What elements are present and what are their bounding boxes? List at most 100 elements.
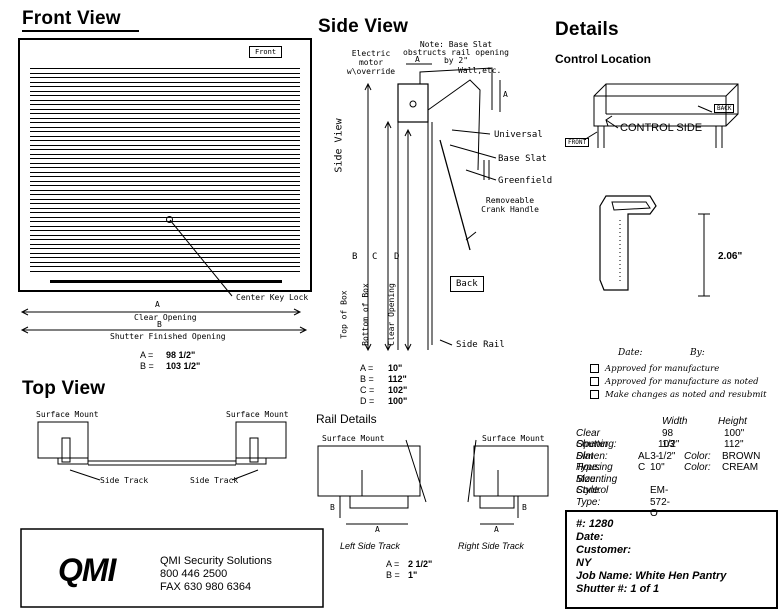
slat-line bbox=[30, 176, 300, 177]
spec-slat-value: AL3-C bbox=[638, 450, 660, 474]
slat-line bbox=[30, 86, 300, 87]
base-slat-label: Base Slat bbox=[498, 154, 547, 164]
side-dims: A =10" B =112" C =102" D =100" bbox=[360, 362, 407, 406]
slat-height-value: 2.06" bbox=[718, 251, 743, 262]
side-letter-a-right: A bbox=[503, 90, 508, 99]
key-lock-label: Center Key Lock bbox=[236, 293, 309, 302]
company-name: QMI Security Solutions bbox=[160, 555, 272, 567]
slat-line bbox=[30, 189, 300, 191]
slat-line bbox=[30, 77, 300, 78]
approval-options: Approved for manufacture Approved for ma… bbox=[590, 363, 767, 402]
top-track-right: Side Track bbox=[190, 476, 239, 485]
greenfield-label: Greenfield bbox=[498, 176, 553, 186]
job-customer: Customer: bbox=[576, 544, 632, 556]
rail-letter-a-right: A bbox=[494, 525, 499, 534]
approve-noted-checkbox[interactable] bbox=[590, 377, 599, 386]
slat-line bbox=[30, 203, 300, 204]
slat-line bbox=[30, 153, 300, 155]
top-of-box-label: Top of Box bbox=[339, 290, 349, 339]
spec-housing-value: 10" bbox=[650, 462, 665, 473]
key-lock-icon bbox=[166, 216, 173, 223]
slat-line bbox=[30, 234, 300, 236]
top-surface-right: Surface Mount bbox=[226, 410, 289, 419]
dim-a-letter: A bbox=[155, 300, 160, 309]
side-rail-label: Side Rail bbox=[456, 340, 505, 350]
slat-line bbox=[30, 68, 300, 69]
slat-line bbox=[30, 257, 300, 258]
slat-line bbox=[30, 225, 300, 227]
company-fax: FAX 630 980 6364 bbox=[160, 581, 252, 593]
slat-line bbox=[30, 266, 300, 267]
bottom-bar bbox=[50, 280, 282, 283]
spec-shutter-width: 103 1/2" bbox=[658, 439, 676, 462]
rail-letter-b-left: B bbox=[330, 503, 335, 512]
approve-checkbox[interactable] bbox=[590, 364, 599, 373]
side-dim-a: A =10" bbox=[360, 363, 403, 373]
rail-surface-left: Surface Mount bbox=[322, 434, 385, 443]
control-side-label: CONTROL SIDE bbox=[620, 122, 703, 134]
spec-clear-height: 100" bbox=[724, 427, 745, 439]
rail-surface-right: Surface Mount bbox=[482, 434, 545, 443]
job-state: NY bbox=[576, 557, 592, 569]
top-track-left: Side Track bbox=[100, 476, 149, 485]
side-dim-c: C =102" bbox=[360, 385, 408, 395]
front-b-label: B = bbox=[140, 361, 154, 371]
clear-opening-label: Clear Opening bbox=[134, 313, 197, 322]
slat-line bbox=[30, 261, 300, 263]
side-letter-c: C bbox=[372, 252, 378, 262]
front-a-label: A = bbox=[140, 350, 154, 360]
slat-line bbox=[30, 230, 300, 231]
side-letter-b: B bbox=[352, 252, 358, 262]
rail-dims: A =2 1/2" B =1" bbox=[386, 559, 433, 580]
spec-color-label-2: Color: bbox=[684, 462, 711, 473]
approval-date: Date: bbox=[618, 348, 643, 358]
crank-handle-label: Removeable Crank Handle bbox=[481, 196, 539, 214]
spec-color-1: BROWN bbox=[722, 450, 761, 462]
slat-line bbox=[30, 108, 300, 110]
slat-line bbox=[30, 122, 300, 123]
slat-line bbox=[30, 135, 300, 137]
rail-letter-a-left: A bbox=[375, 525, 380, 534]
side-dim-b: B =112" bbox=[360, 374, 407, 384]
front-b-value: 103 1/2" bbox=[166, 361, 201, 371]
back-tag: Back bbox=[450, 276, 484, 292]
side-note: Note: Base Slat obstructs rail opening b… bbox=[403, 40, 509, 65]
company-info: QMI Security Solutions 800 446 2500 FAX … bbox=[160, 555, 272, 594]
resubmit-checkbox[interactable] bbox=[590, 390, 599, 399]
spec-mounting-label: Mounting Style: bbox=[576, 473, 618, 497]
spec-shutter-height: 112" bbox=[724, 439, 744, 450]
slat-line bbox=[30, 104, 300, 105]
front-view-title: Front View bbox=[22, 8, 121, 29]
spec-slat-label: Slat Type: bbox=[576, 450, 601, 474]
control-location-title: Control Location bbox=[555, 52, 651, 66]
left-side-track-label: Left Side Track bbox=[340, 541, 400, 551]
job-date: Date: bbox=[576, 531, 604, 543]
spec-clear-width: 98 1/2" bbox=[662, 427, 680, 451]
front-tag: Front bbox=[249, 46, 283, 58]
job-name: Job Name: White Hen Pantry bbox=[576, 570, 727, 582]
slat-line bbox=[30, 167, 300, 168]
spec-width-header: Width bbox=[662, 416, 688, 427]
approval-option-3: Make changes as noted and resubmit bbox=[590, 389, 767, 402]
slat-line bbox=[30, 207, 300, 209]
slat-line bbox=[30, 113, 300, 114]
dim-b-letter: B bbox=[157, 320, 162, 329]
top-view-title: Top View bbox=[22, 378, 106, 399]
slat-line bbox=[30, 99, 300, 101]
slat-line bbox=[30, 144, 300, 146]
slat-line bbox=[30, 243, 300, 245]
slat-line bbox=[30, 198, 300, 200]
spec-color-label-1: Color: bbox=[684, 450, 711, 462]
spec-control-value: EM-572-O bbox=[650, 485, 671, 519]
shutter-slats bbox=[30, 68, 300, 275]
spec-shutter-label: Shutter Dimen: bbox=[576, 439, 609, 462]
approval-option-2: Approved for manufacture as noted bbox=[590, 376, 767, 389]
side-letter-a: A bbox=[415, 55, 420, 64]
spec-control-label: Control Type: bbox=[576, 485, 609, 508]
control-front-tag: FRONT bbox=[565, 138, 590, 147]
slat-line bbox=[30, 90, 300, 92]
side-letter-d: D bbox=[394, 252, 400, 262]
job-shutter: Shutter #: 1 of 1 bbox=[576, 583, 660, 595]
slat-line bbox=[30, 140, 300, 141]
